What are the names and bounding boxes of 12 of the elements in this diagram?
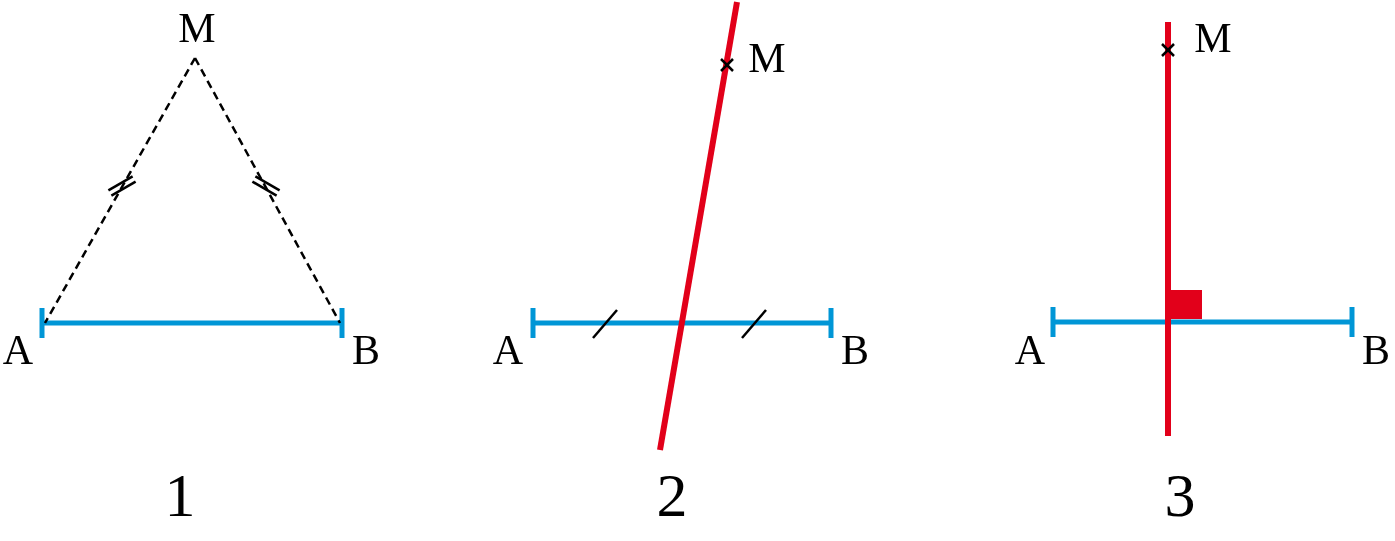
point-label: M (748, 37, 786, 79)
point-label: B (1362, 329, 1390, 371)
point-label: B (841, 329, 869, 371)
figure-number: 1 (164, 464, 196, 526)
point-label: A (1014, 329, 1046, 371)
point-label: A (492, 329, 524, 371)
point-label: M (178, 7, 216, 49)
point-label: M (1194, 17, 1232, 59)
point-label: A (2, 329, 34, 371)
point-label: B (352, 329, 380, 371)
figure-number: 3 (1164, 464, 1196, 526)
figure-number: 2 (656, 464, 688, 526)
